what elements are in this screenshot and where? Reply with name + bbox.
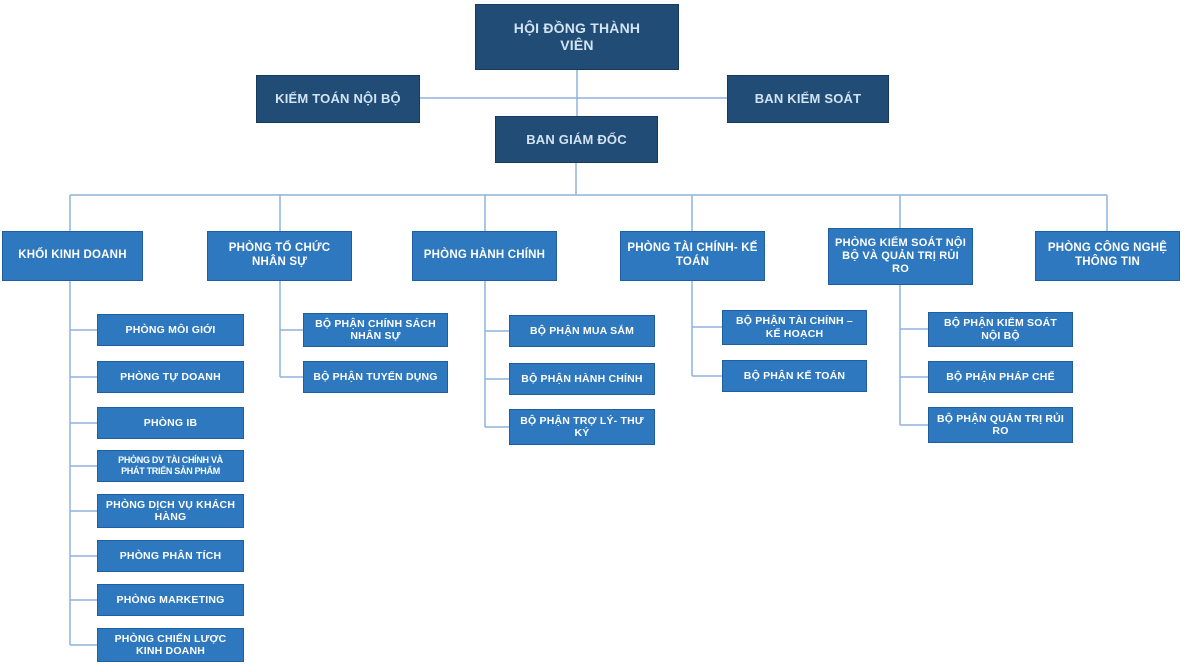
- node-bo-phan-kiem-soat-noi-bo: BỘ PHẬN KIỂM SOÁT NỘI BỘ: [928, 312, 1073, 347]
- node-bo-phan-quan-tri-rui-ro: BỘ PHẬN QUẢN TRỊ RỦI RO: [928, 407, 1073, 443]
- connector-top-rows: [69, 70, 1108, 231]
- connector-branch-tai-chinh-ke-toan: [691, 281, 722, 377]
- node-hoi-dong-thanh-vien: HỘI ĐỒNG THÀNH VIÊN: [475, 4, 679, 70]
- node-bo-phan-chinh-sach-nhan-su: BỘ PHẬN CHÍNH SÁCH NHÂN SỰ: [303, 313, 448, 347]
- node-ban-kiem-soat: BAN KIỂM SOÁT: [727, 75, 889, 123]
- node-phong-dv-tai-chinh-va-phat-trien-san-pham: PHÒNG DV TÀI CHÍNH VÀ PHÁT TRIỂN SẢN PHẨ…: [97, 450, 244, 482]
- node-bo-phan-hanh-chinh: BỘ PHẬN HÀNH CHÍNH: [509, 363, 655, 395]
- connector-branch-hanh-chinh: [484, 281, 509, 428]
- connector-branch-kiem-soat-noi-bo: [899, 285, 928, 426]
- node-phong-dich-vu-khach-hang: PHÒNG DỊCH VỤ KHÁCH HÀNG: [97, 494, 244, 528]
- node-phong-hanh-chinh: PHÒNG HÀNH CHÍNH: [412, 231, 557, 281]
- node-ban-giam-doc: BAN GIÁM ĐỐC: [495, 116, 658, 163]
- node-bo-phan-phap-che: BỘ PHẬN PHÁP CHẾ: [928, 361, 1073, 393]
- connector-branch-kinh-doanh: [69, 281, 97, 646]
- node-phong-phan-tich: PHÒNG PHÂN TÍCH: [97, 540, 244, 572]
- node-bo-phan-tro-ly-thu-ky: BỘ PHẬN TRỢ LÝ- THƯ KÝ: [509, 409, 655, 445]
- node-bo-phan-tai-chinh-ke-hoach: BỘ PHẬN TÀI CHÍNH – KẾ HOẠCH: [722, 310, 867, 345]
- node-khoi-kinh-doanh: KHỐI KINH DOANH: [2, 231, 143, 281]
- node-bo-phan-ke-toan: BỘ PHẬN KẾ TOÁN: [722, 360, 867, 392]
- node-phong-marketing: PHÒNG MARKETING: [97, 584, 244, 616]
- node-phong-kiem-soat-noi-bo-va-quan-tri-rui-ro: PHÒNG KIỂM SOÁT NỘI BỘ VÀ QUẢN TRỊ RỦI R…: [828, 228, 973, 285]
- node-bo-phan-mua-sam: BỘ PHẬN MUA SẮM: [509, 315, 655, 347]
- connector-branch-to-chuc-nhan-su: [279, 281, 303, 378]
- node-phong-cong-nghe-thong-tin: PHÒNG CÔNG NGHỆ THÔNG TIN: [1035, 231, 1180, 281]
- node-phong-tai-chinh-ke-toan: PHÒNG TÀI CHÍNH- KẾ TOÁN: [620, 231, 765, 281]
- node-bo-phan-tuyen-dung: BỘ PHẬN TUYỂN DỤNG: [303, 361, 448, 393]
- node-phong-ib: PHÒNG IB: [97, 407, 244, 439]
- node-phong-tu-doanh: PHÒNG TỰ DOANH: [97, 361, 244, 393]
- node-phong-chien-luoc-kinh-doanh: PHÒNG CHIẾN LƯỢC KINH DOANH: [97, 628, 244, 662]
- node-phong-moi-gioi: PHÒNG MÔI GIỚI: [97, 314, 244, 346]
- node-phong-to-chuc-nhan-su: PHÒNG TỔ CHỨC NHÂN SỰ: [207, 231, 352, 281]
- node-kiem-toan-noi-bo: KIỂM TOÁN NỘI BỘ: [256, 75, 420, 123]
